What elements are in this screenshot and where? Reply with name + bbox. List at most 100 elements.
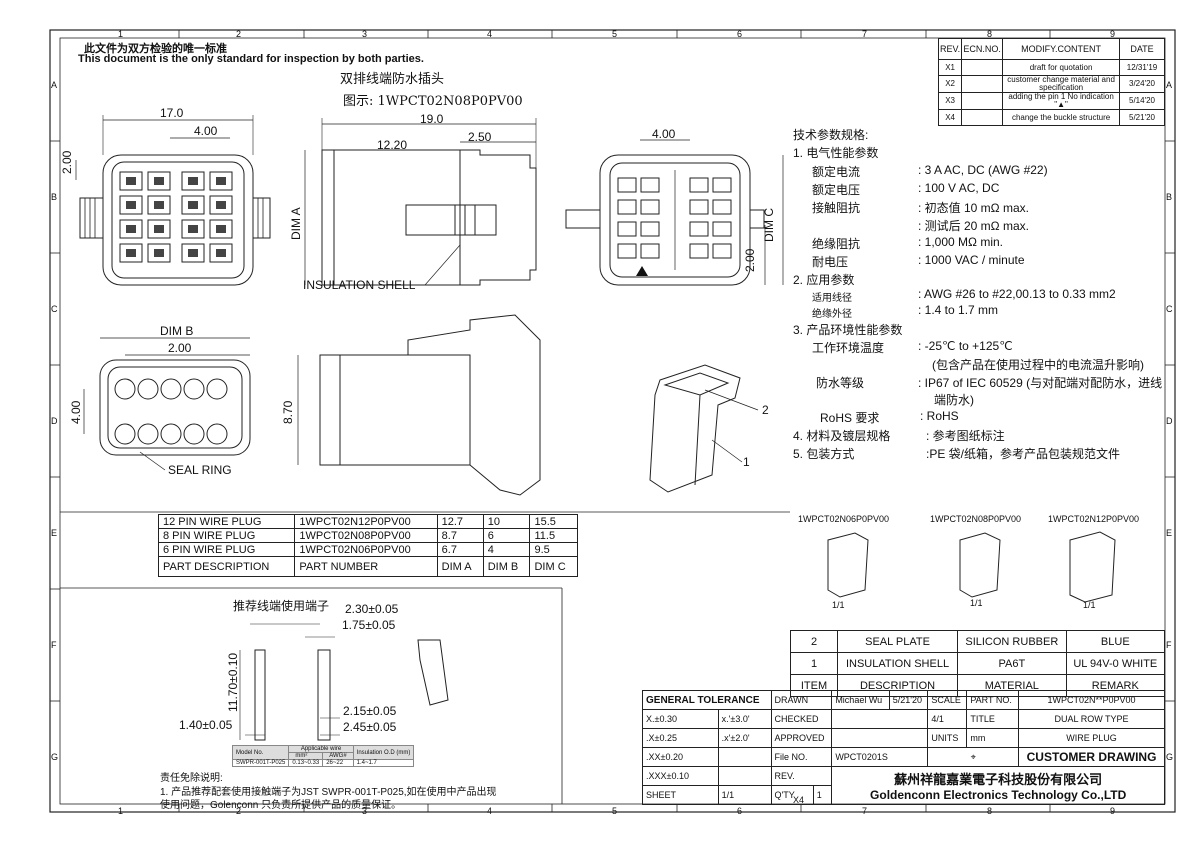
seal-ring-drawing [83,337,251,471]
grid-col-3: 3 [362,29,368,39]
dim-b-label: DIM B [160,324,194,338]
spec-section-3: 3. 产品环境性能参数 [793,323,903,337]
grid-row-b: B [51,192,58,202]
terminal-dim: 2.30±0.05 [345,602,399,616]
variant-scale-12: 1/1 [1083,600,1096,610]
company-en: Goldenconn Electronics Technology Co.,LT… [870,788,1127,802]
terminal-mini-table: Model No. Applicable wire Insulation O.D… [231,745,415,767]
grid-col-8-bottom: 8 [987,806,993,816]
table-cell: SILICON RUBBER [957,630,1067,653]
mini-th: AWG# [322,752,354,760]
drawn-by: Michael Wu [831,690,890,710]
part-no-value: 1WPCT02N**P0PV00 [1018,690,1165,710]
grid-col-7-bottom: 7 [862,806,868,816]
sheet-value: 1/1 [717,785,772,805]
spec-val: : 测试后 20 mΩ max. [918,219,1029,233]
table-cell: 12 PIN WIRE PLUG [157,514,296,529]
mini-th: mm² [288,752,324,760]
terminal-drawing [239,623,449,741]
qty-label: Q'TY [770,785,814,805]
dim-2-rear: 2.00 [743,248,757,272]
spec-section-4: 4. 材料及镀层规格 [793,429,891,443]
spec-rohs-key: RoHS 要求 [820,411,880,425]
file-no-value: WPCT0201S [831,747,929,767]
tol-cell: .XXX±0.10 [642,766,719,786]
rear-view-drawing [565,139,784,286]
grid-col-6: 6 [737,29,743,39]
table-cell: SEAL PLATE [836,630,959,653]
grid-col-5-bottom: 5 [612,806,618,816]
spec-section-5-val: :PE 袋/纸箱，参考产品包装规范文件 [926,447,1121,461]
spec-title: 技术参数规格: [793,128,869,142]
spec-key: 额定电流 [812,165,861,179]
table-cell: 10 [482,514,531,529]
title-value-1: DUAL ROW TYPE [1018,709,1165,729]
rev-cell: change the buckle structure [1002,109,1120,126]
dim-19: 19.0 [420,112,444,126]
rev-cell: X4 [937,109,963,126]
dim-4-rear: 4.00 [652,127,676,141]
table-cell: 1 [790,652,838,675]
spec-val: : 100 V AC, DC [918,181,1000,195]
terminal-dim: 1.40±0.05 [179,718,233,732]
table-cell: 1WPCT02N08P0PV00 [294,528,438,543]
disclaimer-title: 责任免除说明: [160,773,223,784]
title-value-2: WIRE PLUG [1018,728,1165,748]
grid-row-c-right: C [1166,304,1173,314]
variant-pn-12: 1WPCT02N12P0PV00 [1048,514,1140,524]
table-cell: 6.7 [436,542,484,557]
spec-section-1: 1. 电气性能参数 [793,146,879,160]
table-cell: 6 [482,528,531,543]
tol-cell: X.±0.30 [642,709,719,729]
header-figure: 图示: 1WPCT02N08P0PV00 [343,94,523,109]
table-cell: 6 PIN WIRE PLUG [157,542,296,557]
grid-col-7: 7 [862,29,868,39]
table-cell: PA6T [957,652,1067,675]
tol-cell: .XX±0.20 [642,747,719,767]
table-header: DIM B [482,556,531,577]
table-cell: 8.7 [436,528,484,543]
terminal-dim: 2.45±0.05 [343,720,397,734]
grid-col-3-bottom: 3 [362,806,368,816]
table-cell: 1WPCT02N12P0PV00 [294,514,438,529]
grid-col-2: 2 [236,29,242,39]
insulation-shell-label: INSULATION SHELL [303,278,416,292]
spec-val: : 1,000 MΩ min. [918,235,1004,249]
units-label: UNITS [927,728,968,748]
dim-2-50: 2.50 [468,130,492,144]
title-label: TITLE [966,709,1020,729]
disclaimer-line-1: 1. 产品推荐配套使用接触端子为JST SWPR-001T-P025,如在使用中… [160,787,497,798]
variant-drawings [827,531,1116,603]
grid-row-a: A [51,80,58,90]
grid-row-c: C [51,304,58,314]
tol-cell: x.'±3.0' [717,709,772,729]
isometric-drawing [649,364,759,493]
rev-label: REV. [770,766,833,786]
table-cell: 15.5 [529,514,578,529]
mini-th: Applicable wire [288,745,354,753]
spec-ip-val2: 端防水) [934,393,974,407]
grid-col-1: 1 [118,29,124,39]
spec-temp-val: : -25℃ to +125℃ [918,339,1013,353]
spec-ip-val: : IP67 of IEC 60529 (与对配端对配防水，进线 [918,376,1163,390]
dim-2-seal: 2.00 [168,341,192,355]
spec-ip-key: 防水等级 [816,376,865,390]
grid-row-g: G [51,752,59,762]
scale-label: SCALE [927,690,968,710]
header-title-cn: 双排线端防水插头 [340,72,445,87]
seal-ring-label: SEAL RING [168,463,232,477]
spec-key: 绝缘阻抗 [812,237,861,251]
table-cell: 2 [790,630,838,653]
terminal-title: 推荐线端使用端子 [233,599,330,613]
grid-col-8: 8 [987,29,993,39]
grid-col-6-bottom: 6 [737,806,743,816]
spec-key: 接触阻抗 [812,201,861,215]
